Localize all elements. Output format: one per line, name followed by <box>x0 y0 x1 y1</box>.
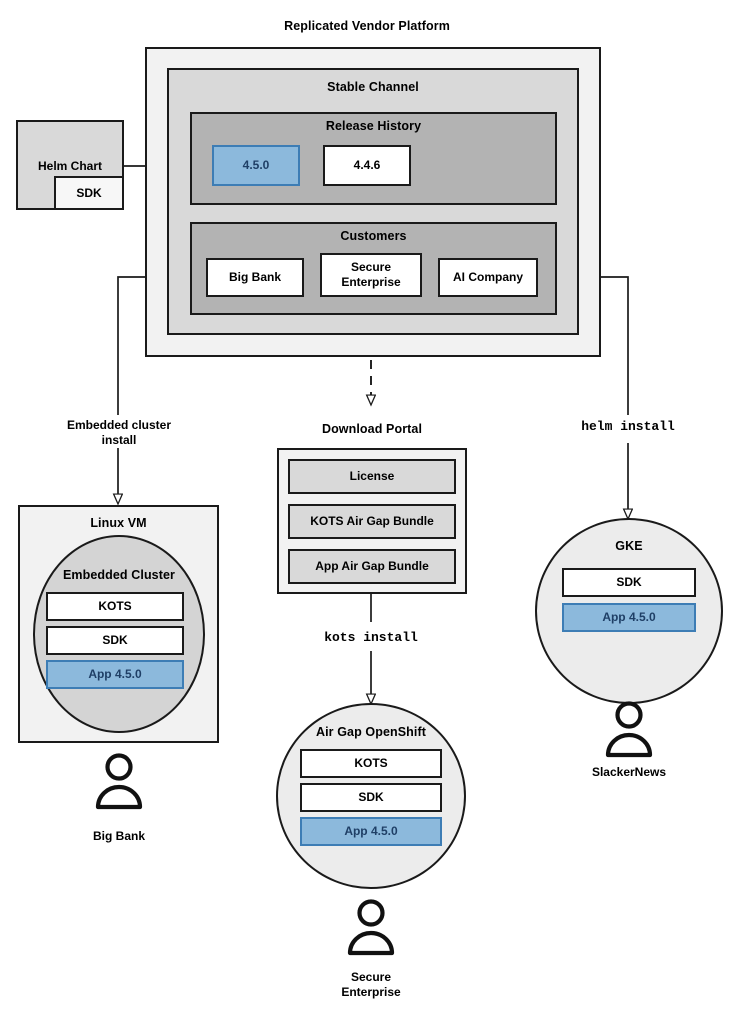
embedded-cluster-title: Embedded Cluster <box>62 568 176 582</box>
linuxvm-component-sdk[interactable]: SDK <box>46 626 184 655</box>
portal-artifact-license[interactable]: License <box>288 459 456 494</box>
air-gap-openshift-title: Air Gap OpenShift <box>315 725 427 739</box>
edge-label-kots-install: kots install <box>324 630 418 645</box>
page-title: Replicated Vendor Platform <box>284 19 450 33</box>
release-4-4-6[interactable]: 4.4.6 <box>323 145 411 186</box>
person-icon <box>605 701 653 758</box>
release-4-5-0[interactable]: 4.5.0 <box>212 145 300 186</box>
linux-vm-title: Linux VM <box>90 516 147 530</box>
edge-label-line2: install <box>101 433 137 447</box>
openshift-component-sdk[interactable]: SDK <box>300 783 442 812</box>
actor-slackernews <box>602 700 656 763</box>
gke-component-sdk[interactable]: SDK <box>562 568 696 597</box>
actor-label-line1: Secure <box>350 970 392 984</box>
customer-name-line1: Secure <box>350 260 392 274</box>
stable-channel-title: Stable Channel <box>327 80 419 94</box>
release-history-title: Release History <box>325 119 422 133</box>
helm-chart-sdk-box[interactable]: SDK <box>54 176 124 210</box>
gke-component-app[interactable]: App 4.5.0 <box>562 603 696 632</box>
component-label: KOTS <box>98 599 132 613</box>
component-label: SDK <box>358 790 384 804</box>
component-label: App 4.5.0 <box>88 667 142 681</box>
customer-secure-enterprise[interactable]: Secure Enterprise <box>320 253 422 297</box>
gke-title: GKE <box>615 539 643 553</box>
edge-label-line1: Embedded cluster <box>66 418 172 432</box>
actor-secure-enterprise <box>344 898 398 961</box>
actor-big-bank <box>92 752 146 815</box>
customer-name-label: AI Company <box>452 270 523 284</box>
portal-artifact-kots-air-gap-bundle[interactable]: KOTS Air Gap Bundle <box>288 504 456 539</box>
release-version-label: 4.4.6 <box>353 158 381 172</box>
customer-name-label: Big Bank <box>228 270 281 284</box>
artifact-label: KOTS Air Gap Bundle <box>310 514 434 528</box>
component-label: SDK <box>616 575 642 589</box>
person-icon <box>347 899 395 956</box>
openshift-component-kots[interactable]: KOTS <box>300 749 442 778</box>
openshift-component-app[interactable]: App 4.5.0 <box>300 817 442 846</box>
component-label: App 4.5.0 <box>344 824 398 838</box>
actor-label-secure-enterprise: Secure Enterprise <box>311 970 431 1000</box>
component-label: KOTS <box>354 756 388 770</box>
download-portal-title: Download Portal <box>321 422 423 436</box>
artifact-label: License <box>349 469 395 483</box>
actor-label-line2: Enterprise <box>341 985 401 999</box>
edge-label-helm-install: helm install <box>581 419 675 434</box>
sdk-label: SDK <box>76 185 102 200</box>
person-icon <box>95 753 143 810</box>
linuxvm-component-app[interactable]: App 4.5.0 <box>46 660 184 689</box>
customers-title: Customers <box>340 229 407 243</box>
edge-label-embedded-cluster-install: Embedded cluster install <box>48 418 190 448</box>
actor-label-slackernews: SlackerNews <box>591 765 667 779</box>
actor-label-big-bank: Big Bank <box>92 829 145 843</box>
customer-ai-company[interactable]: AI Company <box>438 258 538 297</box>
component-label: SDK <box>102 633 128 647</box>
customer-big-bank[interactable]: Big Bank <box>206 258 304 297</box>
artifact-label: App Air Gap Bundle <box>315 559 429 573</box>
customer-name-line2: Enterprise <box>341 275 401 289</box>
portal-artifact-app-air-gap-bundle[interactable]: App Air Gap Bundle <box>288 549 456 584</box>
component-label: App 4.5.0 <box>602 610 656 624</box>
linuxvm-component-kots[interactable]: KOTS <box>46 592 184 621</box>
helm-chart-label: Helm Chart <box>37 159 102 173</box>
release-version-label: 4.5.0 <box>242 158 270 172</box>
